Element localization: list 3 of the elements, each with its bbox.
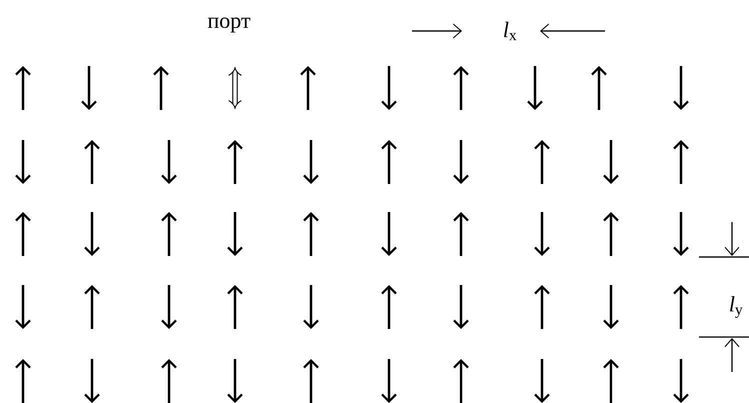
dimension-label: l$_{y}$	[730, 296, 743, 318]
port-label: порт	[208, 17, 250, 33]
dimension-label: l$_{x}$	[504, 22, 516, 40]
